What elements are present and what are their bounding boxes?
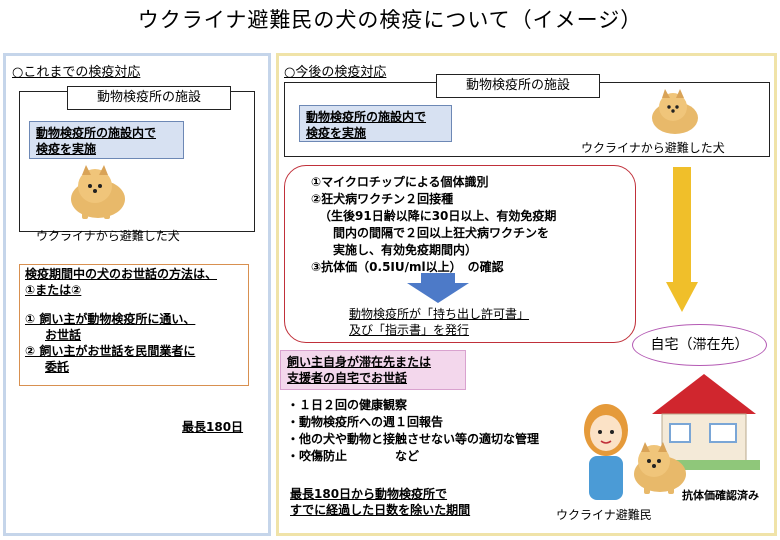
right-heading: ○今後の検疫対応	[284, 65, 387, 80]
person-icon	[584, 404, 628, 500]
left-quarantine-line: 検疫を実施	[36, 142, 97, 156]
right-quarantine-note: 動物検疫所の施設内で 検疫を実施	[299, 105, 452, 142]
care-methods-box	[19, 264, 249, 386]
owner-home-line: 飼い主自身が滞在先または	[287, 355, 432, 369]
period-line: 最長180日から動物検疫所で	[290, 487, 448, 501]
owner-home-note: 飼い主自身が滞在先または 支援者の自宅でお世話	[280, 350, 466, 390]
requirements-text: ①マイクロチップによる個体識別 ②狂犬病ワクチン２回接種 （生後91日齢以降に3…	[311, 174, 556, 276]
left-heading: ○これまでの検疫対応	[12, 65, 141, 80]
permit-line: 及び「指示書」を発行	[349, 323, 470, 337]
step-line: ②狂犬病ワクチン２回接種	[311, 192, 454, 206]
pomeranian-dog-icon	[634, 442, 686, 494]
refugee-caption: ウクライナ避難民	[556, 508, 652, 522]
care-list: ・１日２回の健康観察 ・動物検疫所への週１回報告 ・他の犬や動物と接触させない等…	[287, 397, 539, 465]
permit-text: 動物検疫所が「持ち出し許可書」 及び「指示書」を発行	[349, 306, 529, 338]
owner-home-line: 支援者の自宅でお世話	[287, 371, 408, 385]
care-line: お世話	[45, 328, 82, 342]
right-facility-label: 動物検疫所の施設	[436, 74, 600, 98]
left-panel-previous	[3, 53, 271, 536]
house-icon	[648, 374, 760, 470]
left-max-period: 最長180日	[182, 420, 244, 434]
permit-line: 動物検疫所が「持ち出し許可書」	[349, 307, 530, 321]
care-line: ①または②	[25, 283, 82, 297]
antibody-confirmed-label: 抗体価確認済み	[682, 489, 759, 502]
care-list-item: ・他の犬や動物と接触させない等の適切な管理	[287, 432, 540, 446]
right-quarantine-line: 検疫を実施	[306, 126, 367, 140]
care-line: ① 飼い主が動物検疫所に通い、	[25, 312, 196, 326]
care-list-item: ・動物検疫所への週１回報告	[287, 415, 444, 429]
left-quarantine-line: 動物検疫所の施設内で	[36, 126, 157, 140]
down-arrow-icon	[666, 167, 698, 312]
period-line: すでに経過した日数を除いた期間	[290, 503, 471, 517]
left-facility-label: 動物検疫所の施設	[67, 86, 231, 110]
right-panel-future	[276, 53, 777, 536]
pomeranian-dog-icon	[652, 89, 698, 134]
right-quarantine-line: 動物検疫所の施設内で	[306, 110, 427, 124]
care-line: ② 飼い主がお世話を民間業者に	[25, 344, 196, 358]
care-list-item: ・咬傷防止 など	[287, 449, 420, 463]
care-list-item: ・１日２回の健康観察	[287, 398, 408, 412]
pomeranian-dog-icon	[71, 165, 125, 219]
step-line: ①マイクロチップによる個体識別	[311, 175, 489, 189]
requirements-box	[284, 165, 636, 343]
left-quarantine-note: 動物検疫所の施設内で 検疫を実施	[29, 121, 184, 159]
step-line: 間内の間隔で２回以上狂犬病ワクチンを	[333, 226, 550, 240]
down-arrow-icon	[407, 273, 469, 303]
home-stay-label: 自宅（滞在先）	[632, 324, 767, 366]
period-note: 最長180日から動物検疫所で すでに経過した日数を除いた期間	[290, 486, 470, 518]
step-line: （生後91日齢以降に30日以上、有効免疫期	[319, 209, 557, 223]
left-dog-caption: ウクライナから避難した犬	[36, 229, 180, 243]
care-line: 検疫期間中の犬のお世話の方法は、	[25, 267, 218, 281]
page-title: ウクライナ避難民の犬の検疫について（イメージ）	[137, 8, 643, 32]
step-line: 実施し、有効免疫期間内）	[333, 243, 478, 257]
care-line: 委託	[45, 360, 70, 374]
step-line: ③抗体価（0.5IU/ml以上） の確認	[311, 260, 504, 274]
right-dog-caption: ウクライナから避難した犬	[581, 141, 725, 155]
left-facility-frame	[19, 91, 255, 232]
care-methods-text: 検疫期間中の犬のお世話の方法は、 ①または② ① 飼い主が動物検疫所に通い、 お…	[25, 266, 217, 375]
